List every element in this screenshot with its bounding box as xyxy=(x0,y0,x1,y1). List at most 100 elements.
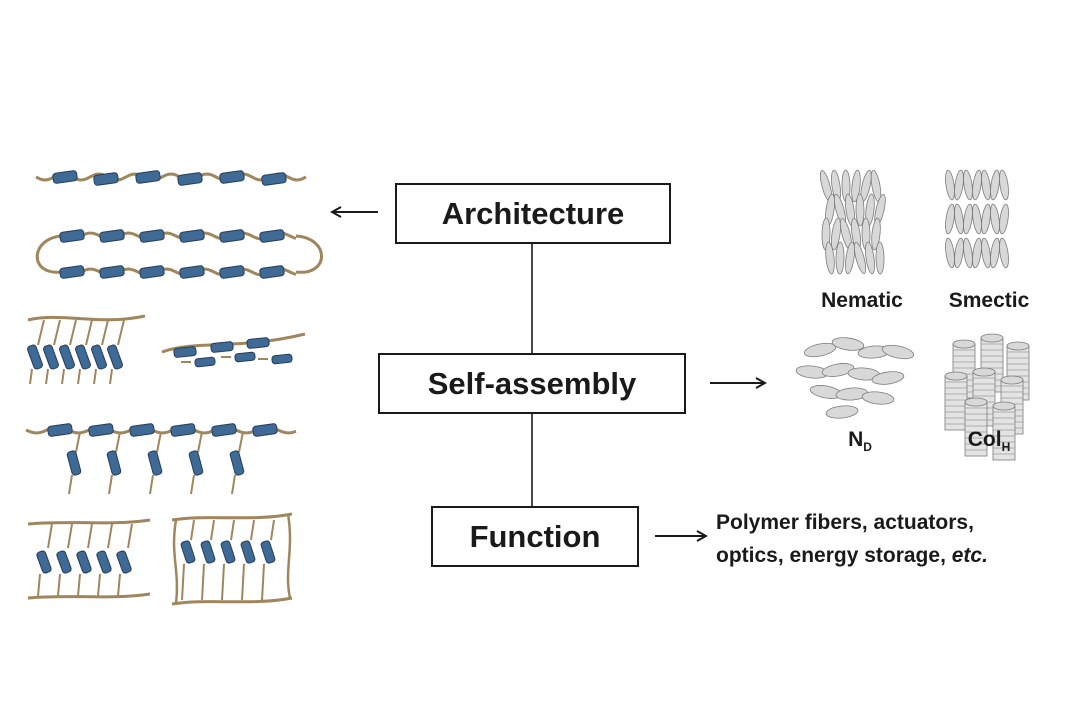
discotic-disk xyxy=(871,371,905,385)
smectic-label: Smectic xyxy=(948,289,1030,312)
smectic-rod xyxy=(990,203,1000,235)
mesogen-unit xyxy=(139,229,165,243)
mesogen-unit xyxy=(139,265,165,279)
mesogen-unit xyxy=(170,423,196,437)
mesogen-unit xyxy=(252,423,278,437)
nematic-rod xyxy=(831,217,841,251)
mesogen-unit xyxy=(219,170,245,184)
mesogen-unit xyxy=(220,540,236,564)
polymer-backbone-bottom xyxy=(27,592,151,600)
smectic-rod xyxy=(963,237,973,269)
smectic-rod xyxy=(990,169,1000,201)
tail xyxy=(190,474,195,495)
mesogen-unit xyxy=(56,550,72,574)
mesogen-unit xyxy=(27,344,43,370)
side-chain-side-on-polymer xyxy=(161,332,306,368)
spacer xyxy=(156,431,162,453)
column-body xyxy=(944,375,968,431)
smectic-rod xyxy=(972,169,982,201)
mesogen-unit xyxy=(75,344,91,370)
column-top xyxy=(1000,375,1024,385)
mesogen-unit xyxy=(36,550,52,574)
mesogen-unit xyxy=(261,172,287,186)
nematic-rod xyxy=(845,241,855,275)
nematic-rod xyxy=(855,193,865,227)
spacer xyxy=(115,431,121,453)
column-top xyxy=(972,367,996,377)
crosslink-spacer xyxy=(117,573,121,597)
smectic-rod xyxy=(954,237,964,269)
smectic-rod xyxy=(972,237,982,269)
smectic-rod xyxy=(999,237,1009,269)
crosslink-spacer xyxy=(127,523,133,549)
spacer xyxy=(85,319,93,346)
column-top xyxy=(964,397,988,407)
mesogen-unit xyxy=(211,423,237,437)
mesogen-unit xyxy=(147,450,163,476)
mesogen-unit xyxy=(52,170,78,184)
polymer-backbone-bottom xyxy=(171,596,293,606)
smectic-rod xyxy=(945,203,955,235)
discotic-disk xyxy=(861,391,895,405)
mesogen-unit xyxy=(246,337,270,349)
spacer xyxy=(75,431,81,453)
mesogen-unit xyxy=(260,540,276,564)
mesogen-unit xyxy=(99,229,125,243)
smectic-rod xyxy=(972,203,982,235)
smectic-rod xyxy=(945,237,955,269)
polymer-loop-right xyxy=(295,234,323,274)
crosslink-spacer xyxy=(241,563,245,601)
nd-main-text: N xyxy=(848,428,864,451)
tail xyxy=(61,368,65,385)
mesogen-unit xyxy=(177,172,203,186)
mesogen-unit xyxy=(96,550,112,574)
column-top xyxy=(952,339,976,349)
crosslink-spacer xyxy=(270,519,275,541)
smectic-rod xyxy=(999,169,1009,201)
tail xyxy=(108,474,113,495)
mesogen-unit xyxy=(234,351,256,363)
polymer-architectures xyxy=(25,170,323,606)
discotic-nematic-phase xyxy=(795,337,915,419)
tail xyxy=(149,474,154,495)
tail xyxy=(68,474,73,495)
column-top xyxy=(944,371,968,381)
applications-line-2: optics, energy storage, etc. xyxy=(716,539,1076,572)
function-box: Function xyxy=(431,506,639,567)
crosslink-spacer xyxy=(47,523,53,549)
smectic-rod xyxy=(990,237,1000,269)
self-assembly-label: Self-assembly xyxy=(427,365,637,401)
tail xyxy=(93,368,97,385)
mesogen-unit xyxy=(210,341,234,353)
discotic-disk xyxy=(831,337,865,351)
polymer-side-left xyxy=(172,519,179,605)
architecture-box: Architecture xyxy=(395,183,671,244)
smectic-rod xyxy=(954,203,964,235)
mesogen-unit xyxy=(59,229,85,243)
spacer xyxy=(53,319,61,346)
mesogen-unit xyxy=(106,450,122,476)
mesogen-unit xyxy=(43,344,59,370)
smectic-rod xyxy=(981,237,991,269)
nematic-rod xyxy=(875,241,885,275)
smectic-rod xyxy=(954,169,964,201)
crosslinked-network-polymer-b xyxy=(171,512,293,606)
discotic-disk xyxy=(803,342,837,358)
mesogen-unit xyxy=(219,265,245,279)
colh-main-text: Col xyxy=(967,428,1002,451)
mesogen-unit xyxy=(59,265,85,279)
discotic-disk xyxy=(825,405,859,419)
lc-phase-illustrations xyxy=(795,169,1030,461)
nematic-rod xyxy=(865,241,875,275)
tail xyxy=(231,474,236,495)
crosslink-spacer xyxy=(37,573,41,597)
applications-line-1: Polymer fibers, actuators, xyxy=(716,511,974,534)
polymer-backbone-top xyxy=(171,512,293,522)
nematic-rod xyxy=(851,169,861,203)
main-chain-polymer xyxy=(35,170,307,186)
column-top xyxy=(1006,341,1030,351)
nematic-label: Nematic xyxy=(821,289,903,312)
mesogen-unit xyxy=(129,423,155,437)
mesogen-unit xyxy=(66,450,82,476)
